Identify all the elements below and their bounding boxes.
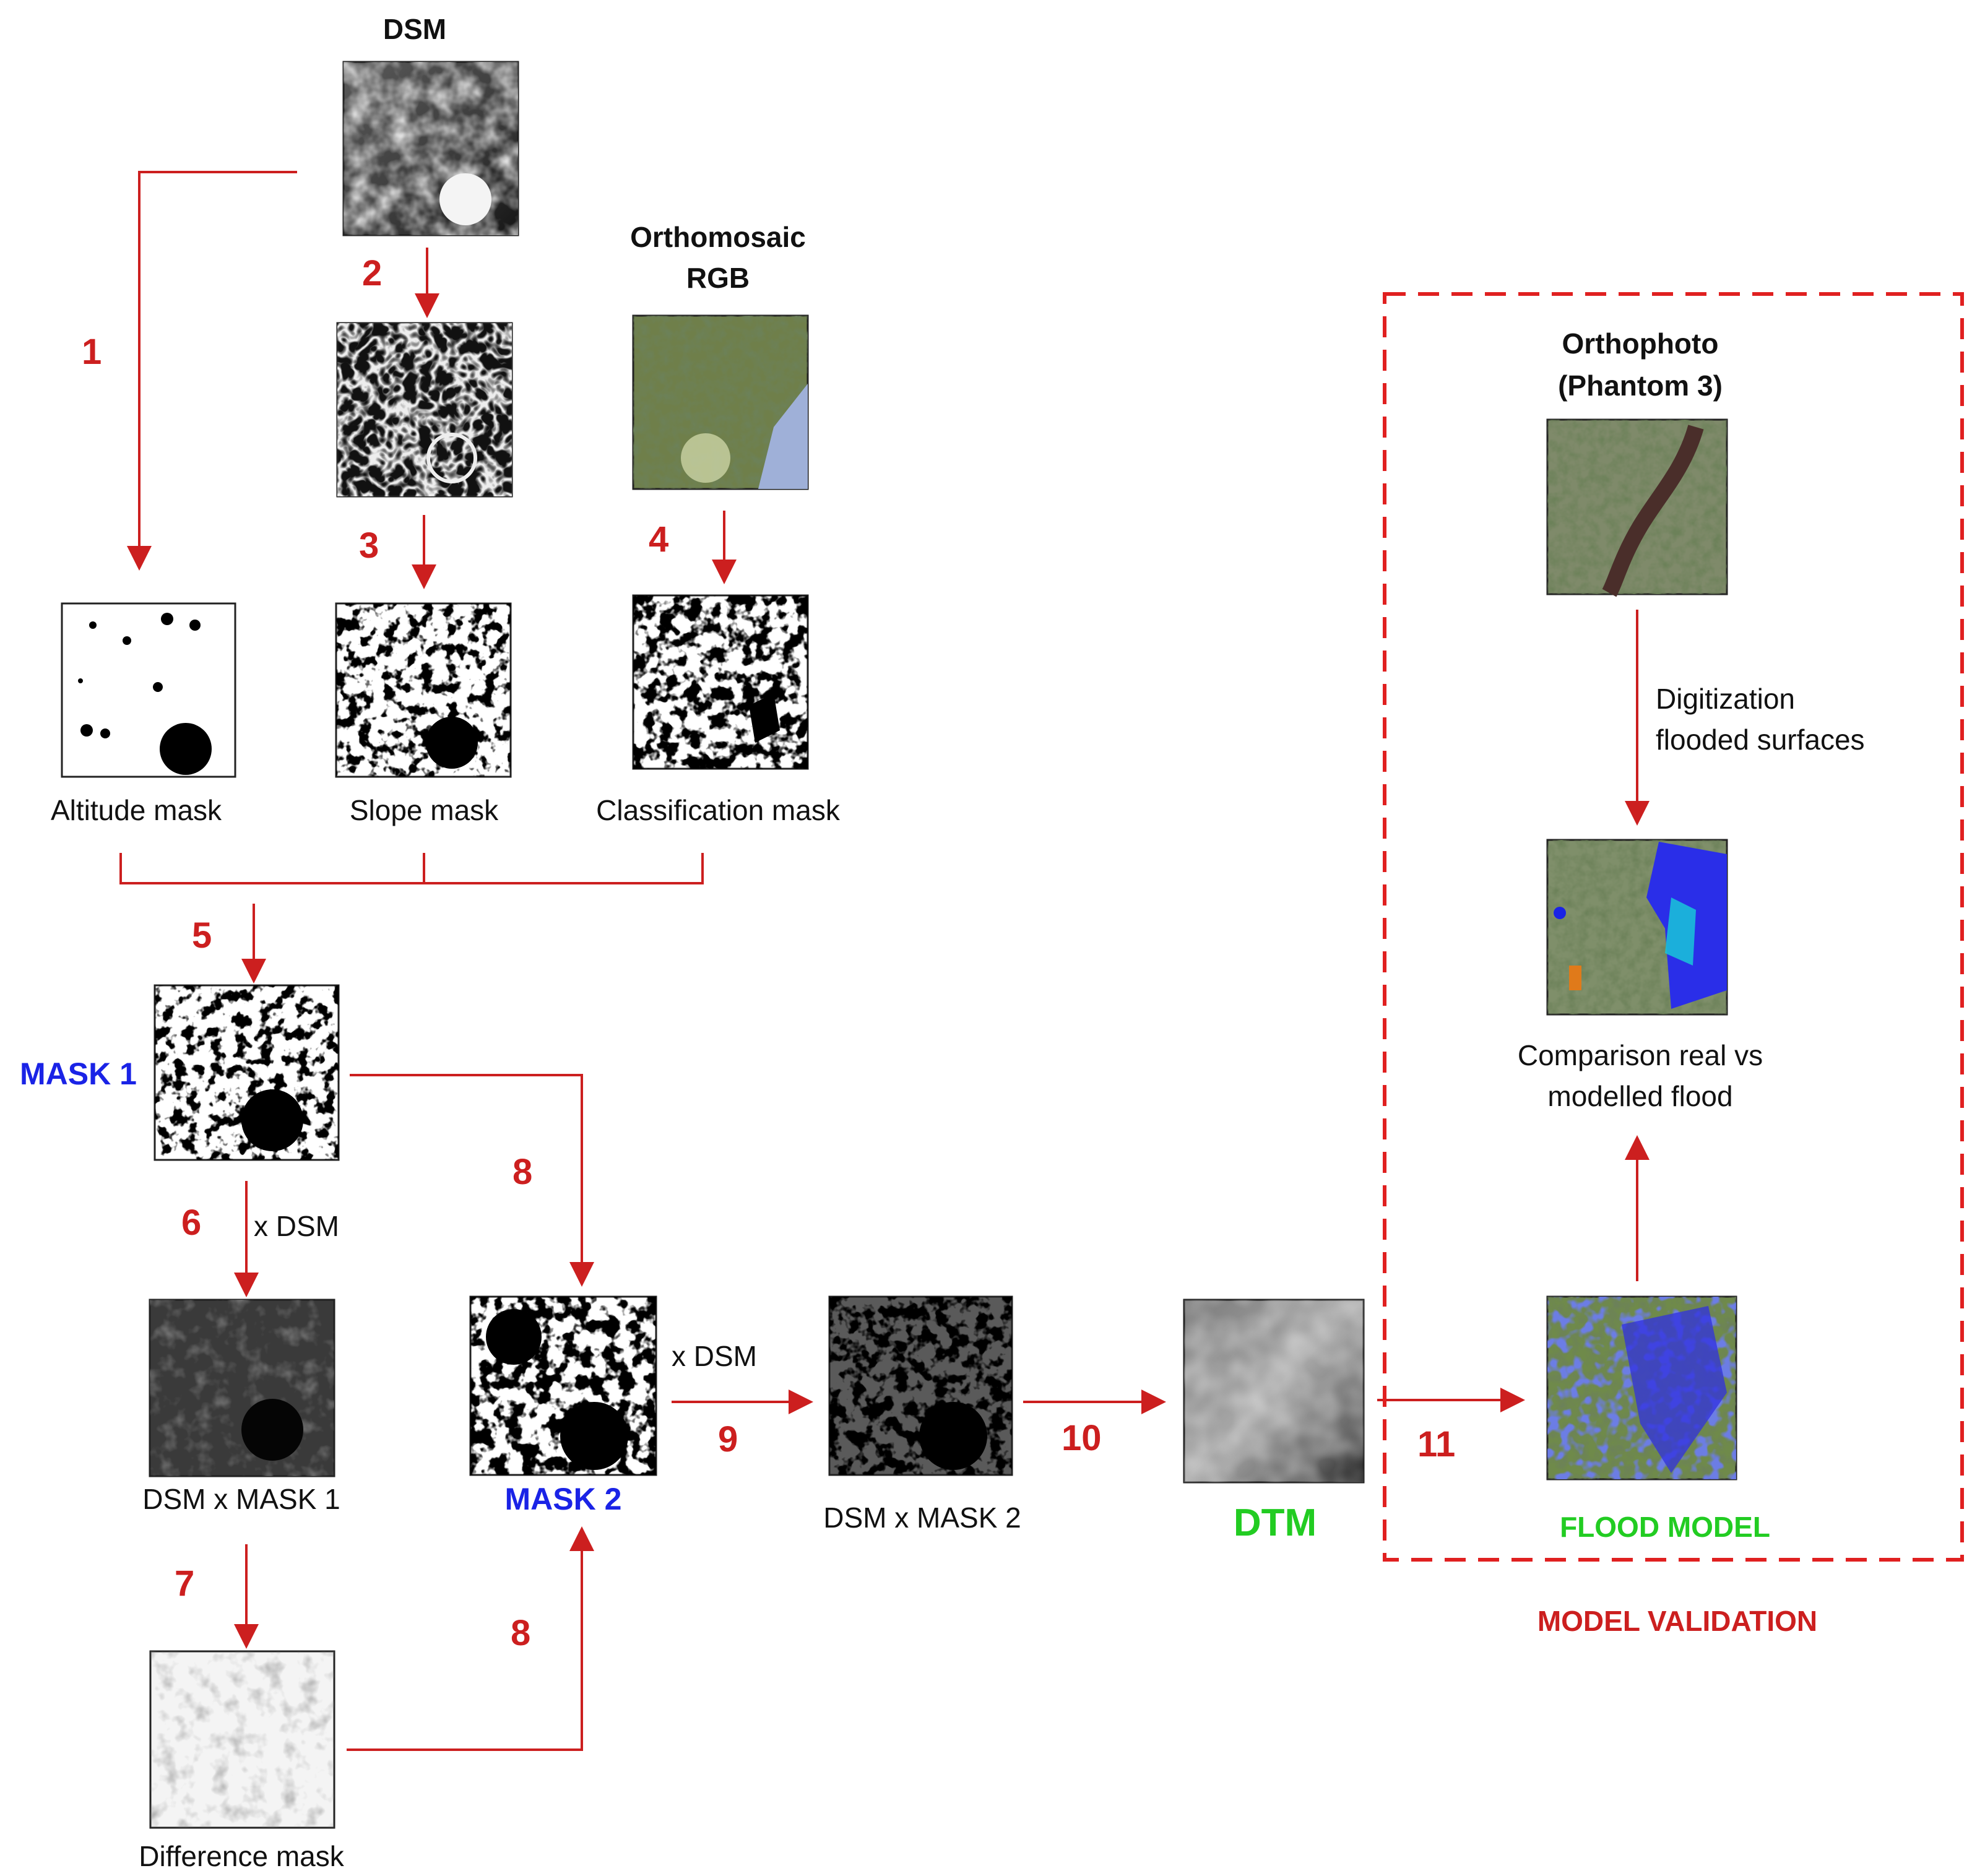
mask2-image xyxy=(469,1295,657,1476)
digitization-label-line1: Digitization xyxy=(1656,683,1795,715)
orthophoto-image xyxy=(1546,418,1728,597)
dsm-x-mask1-label: DSM x MASK 1 xyxy=(142,1483,340,1515)
digitization-label-line2: flooded surfaces xyxy=(1656,724,1865,756)
orthophoto-title-line1: Orthophoto xyxy=(1562,327,1719,360)
altitude-mask-image xyxy=(61,602,236,778)
orthomosaic-image xyxy=(632,314,809,490)
step-4-label: 4 xyxy=(649,519,669,560)
comparison-label-line1: Comparison real vs xyxy=(1517,1039,1763,1071)
flood-model-label: FLOOD MODEL xyxy=(1560,1511,1770,1543)
classification-mask-label: Classification mask xyxy=(596,794,840,826)
orthomosaic-title-line2: RGB xyxy=(686,262,750,294)
dtm-label: DTM xyxy=(1233,1502,1317,1544)
mask2-label: MASK 2 xyxy=(504,1482,622,1516)
altitude-mask-label: Altitude mask xyxy=(50,794,222,826)
arrow-step-8-upper xyxy=(350,1074,594,1287)
dsm-title: DSM xyxy=(383,13,447,45)
dsm-x-mask2-image xyxy=(828,1295,1013,1476)
step-10-label: 10 xyxy=(1062,1418,1102,1458)
arrow-step-1 xyxy=(127,171,297,571)
step-1-label: 1 xyxy=(82,332,102,372)
comparison-label-line2: modelled flood xyxy=(1547,1080,1733,1112)
step-2-label: 2 xyxy=(362,253,383,293)
mask1-image xyxy=(154,984,340,1161)
step-9-label: 9 xyxy=(718,1419,738,1459)
orthophoto-title-line2: (Phantom 3) xyxy=(1558,370,1723,402)
combine-bracket xyxy=(119,853,704,884)
mask1-label: MASK 1 xyxy=(20,1057,137,1091)
dsm-x-mask2-label: DSM x MASK 2 xyxy=(823,1502,1021,1534)
step-3-label: 3 xyxy=(359,525,379,566)
dsm-x-mask1-image xyxy=(149,1299,335,1477)
slope-mask-image xyxy=(335,602,512,778)
comparison-image xyxy=(1546,839,1728,1016)
step-6-label: 6 xyxy=(181,1203,202,1243)
slope-image xyxy=(336,322,513,498)
step-11-label: 11 xyxy=(1417,1424,1456,1464)
arrow-step-8-lower xyxy=(347,1526,594,1751)
step-8-lower-label: 8 xyxy=(511,1613,531,1653)
model-validation-title: MODEL VALIDATION xyxy=(1537,1605,1818,1637)
x-dsm-label-b: x DSM xyxy=(672,1340,757,1372)
orthomosaic-title-line1: Orthomosaic xyxy=(630,221,806,253)
difference-mask-label: Difference mask xyxy=(139,1840,344,1872)
step-7-label: 7 xyxy=(175,1563,195,1604)
classification-mask-image xyxy=(632,594,809,770)
slope-mask-label: Slope mask xyxy=(349,794,499,826)
x-dsm-label-a: x DSM xyxy=(254,1210,339,1242)
dtm-image xyxy=(1183,1299,1365,1484)
step-5-label: 5 xyxy=(192,915,212,956)
validation-box xyxy=(1383,292,1964,1562)
flood-model-image xyxy=(1546,1295,1737,1480)
step-8-upper-label: 8 xyxy=(512,1152,533,1192)
dsm-image xyxy=(342,61,519,236)
difference-mask-image xyxy=(149,1650,335,1829)
